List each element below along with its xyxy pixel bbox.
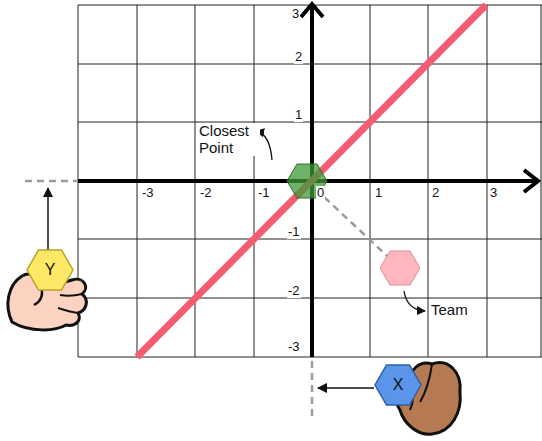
- motion-arrow: [47, 188, 49, 252]
- team-line: [137, 5, 486, 357]
- grid: [78, 5, 542, 357]
- leader-line: [404, 291, 425, 311]
- axis-tick-label: -1: [257, 186, 271, 200]
- axis-tick-label: -3: [141, 186, 155, 200]
- axis-tick-label: 0: [316, 186, 325, 200]
- hexagon-shape: [27, 250, 73, 290]
- axis-tick-label: 3: [291, 7, 300, 21]
- token-letter: Y: [45, 261, 56, 279]
- axis-tick-label: 3: [489, 186, 498, 200]
- hexagon-shape: [375, 365, 421, 405]
- x-axis-arrow: [524, 170, 538, 192]
- motion-arrow: [318, 387, 374, 389]
- axis-tick-label: 1: [294, 108, 303, 122]
- team-hexagon: [380, 251, 420, 285]
- axis-tick-label: 1: [374, 186, 383, 200]
- axis-tick-label: -2: [199, 186, 213, 200]
- token-letter: X: [393, 376, 404, 394]
- callout-label: Team: [430, 302, 469, 319]
- dashed-guide: [307, 181, 400, 268]
- axis-tick-label: -1: [287, 225, 301, 239]
- axis-tick-label: 2: [431, 186, 440, 200]
- y-axis-arrow: [301, 4, 323, 17]
- axis-tick-label: -2: [287, 284, 301, 298]
- callout-label: Closest Point: [198, 123, 260, 156]
- axis-tick-label: 2: [294, 50, 303, 64]
- x-token-hexagon: X: [375, 365, 421, 405]
- axis-tick-label: -3: [287, 340, 301, 354]
- hand-detail: [58, 294, 82, 313]
- y-token-hexagon: Y: [27, 250, 73, 290]
